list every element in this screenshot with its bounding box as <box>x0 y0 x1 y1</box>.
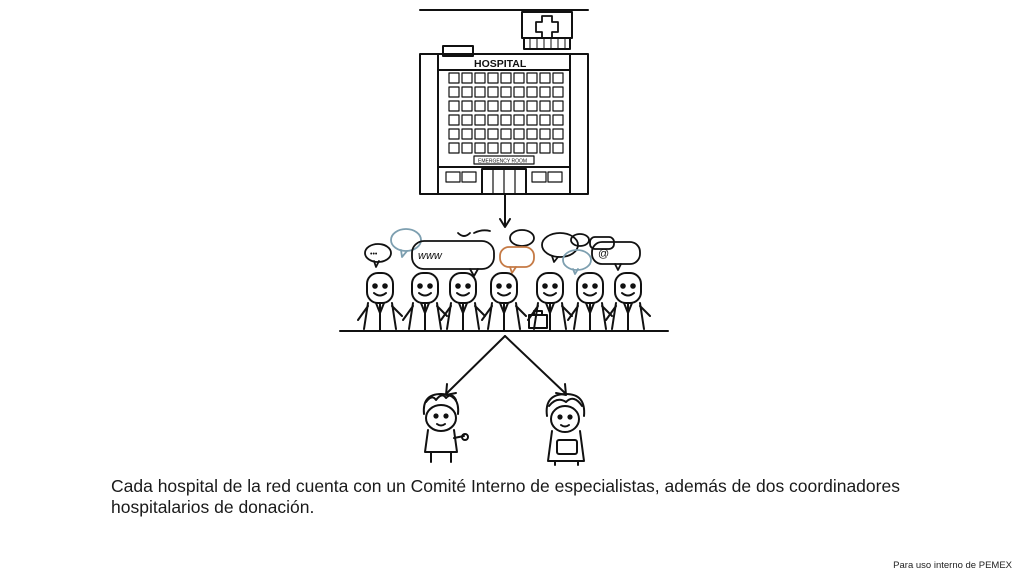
footer-note: Para uso interno de PEMEX <box>893 560 1012 571</box>
split-arrows <box>445 335 567 396</box>
medical-cross-icon <box>535 15 559 39</box>
caption-text: Cada hospital de la red cuenta con un Co… <box>111 476 900 517</box>
briefcase-icon <box>528 314 548 329</box>
emergency-sign: EMERGENCY ROOM <box>478 159 527 165</box>
illustration: HOSPITAL EMERGENCY ROOM www @ ••• <box>339 9 669 466</box>
coordinator-2 <box>545 393 586 466</box>
coordinator-1 <box>422 393 469 463</box>
bubble-at: @ <box>598 248 609 260</box>
hospital-sign: HOSPITAL <box>474 58 527 70</box>
hospital-building <box>419 9 589 195</box>
speech-bubbles <box>364 228 641 277</box>
bubble-dots: ••• <box>370 251 378 258</box>
bubble-www: www <box>418 250 443 262</box>
arrow-down-icon <box>499 193 511 228</box>
specialists-team <box>339 272 669 332</box>
